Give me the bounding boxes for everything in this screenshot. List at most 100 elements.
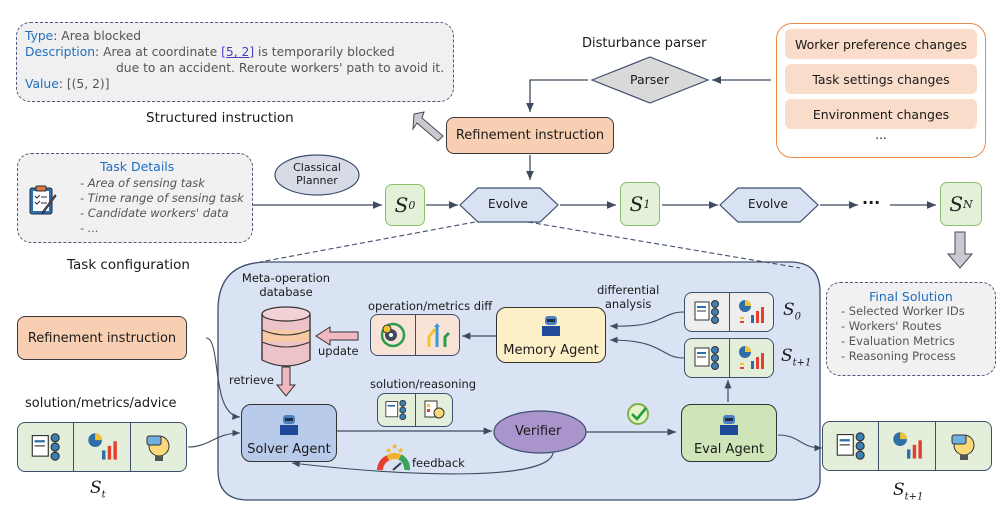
- memory-agent-label: Memory Agent: [503, 343, 599, 358]
- final-solution-item: - Selected Worker IDs: [841, 304, 965, 318]
- description-text: : Area at coordinate: [95, 45, 222, 59]
- worker-doc-icon: [685, 293, 729, 331]
- type-value: : Area blocked: [53, 29, 142, 43]
- diff-line1: differential: [597, 283, 660, 297]
- planner-line2: Planner: [296, 174, 338, 187]
- svg-text:★: ★: [391, 442, 398, 451]
- reasoning-bulb-icon: [414, 394, 453, 426]
- coordinate-link[interactable]: [5, 2]: [221, 45, 255, 59]
- task-configuration-caption: Task configuration: [67, 257, 190, 273]
- retrieve-arrow: [275, 366, 297, 397]
- st1-output-label: St+1: [893, 480, 923, 502]
- chain-ellipsis: ···: [862, 193, 881, 212]
- verifier-label: Verifier: [515, 424, 562, 439]
- diverging-arrows-icon: [414, 315, 460, 355]
- task-details-box: Task Details - Area of sensing task - Ti…: [17, 153, 253, 243]
- panel-s0-sub: 0: [794, 311, 802, 323]
- st1-output-card: [822, 421, 992, 471]
- task-detail-item: - ...: [80, 221, 99, 235]
- robot-laptop-icon: [277, 414, 301, 440]
- type-key: Type: [25, 29, 54, 43]
- final-solution-title: Final Solution: [869, 289, 953, 304]
- s1-base: S: [629, 192, 644, 216]
- s0-sub: 0: [408, 198, 416, 212]
- description-text-2: is temporarily blocked: [254, 45, 395, 59]
- classical-planner-label: Classical Planner: [280, 161, 354, 187]
- check-circle-icon: [627, 403, 649, 425]
- s0-card: [684, 292, 774, 332]
- solution-reasoning-iconbar: [377, 393, 453, 427]
- gray-arrow-down: [946, 231, 974, 269]
- panel-st1-sub: t+1: [792, 357, 812, 369]
- solution-reasoning-label: solution/reasoning: [370, 377, 477, 391]
- differential-analysis-label: differential analysis: [597, 283, 659, 311]
- chart-metrics-icon: [728, 339, 774, 377]
- zoom-line-right: [527, 221, 801, 269]
- evolve-hexagon-1[interactable]: [459, 187, 559, 223]
- st-base: S: [90, 478, 102, 498]
- memory-agent[interactable]: Memory Agent: [496, 307, 606, 363]
- op-diff-label: operation/metrics diff: [368, 299, 493, 313]
- st1-output-base: S: [893, 480, 905, 500]
- sn-sub: N: [963, 197, 973, 211]
- final-solution-item: - Reasoning Process: [841, 349, 956, 363]
- refinement-instruction-top[interactable]: Refinement instruction: [446, 117, 614, 154]
- evolve-label-2: Evolve: [748, 197, 788, 211]
- solver-agent-label: Solver Agent: [247, 442, 331, 457]
- meta-db-label: Meta-operation database: [240, 271, 332, 299]
- panel-st1-base: S: [781, 346, 793, 366]
- gear-cycle-icon: [371, 315, 415, 355]
- structured-instruction-box: Type: Area blocked Description: Area at …: [16, 22, 454, 102]
- panel-s0-base: S: [783, 300, 795, 320]
- structured-instruction-caption: Structured instruction: [146, 110, 294, 126]
- change-task-settings[interactable]: Task settings changes: [785, 64, 977, 94]
- update-label: update: [318, 344, 359, 358]
- robot-laptop-icon: [539, 315, 563, 341]
- eval-agent[interactable]: Eval Agent: [681, 404, 777, 462]
- change-environment[interactable]: Environment changes: [785, 99, 977, 129]
- evolve-detail-panel: [217, 261, 821, 501]
- final-solution-item: - Evaluation Metrics: [841, 334, 955, 348]
- st-label: St: [90, 478, 106, 500]
- evolve-label-1: Evolve: [488, 197, 528, 211]
- s0-base: S: [394, 193, 409, 217]
- sn-base: S: [949, 192, 964, 216]
- diff-line2: analysis: [604, 297, 652, 311]
- gray-arrow-up-left: [412, 111, 444, 142]
- disturbance-changes-box: Worker preference changes Task settings …: [776, 23, 986, 158]
- evolve-hexagon-2[interactable]: [719, 187, 819, 223]
- meta-db-line1: Meta-operation: [241, 271, 331, 285]
- eval-agent-label: Eval Agent: [693, 442, 765, 457]
- s1-sub: 1: [643, 197, 651, 211]
- final-solution-item: - Workers' Routes: [841, 319, 942, 333]
- final-solution-box: Final Solution - Selected Worker IDs - W…: [826, 282, 996, 376]
- task-detail-item: - Area of sensing task: [80, 176, 205, 190]
- st1-output-sub: t+1: [904, 491, 924, 503]
- change-worker-preference[interactable]: Worker preference changes: [785, 29, 977, 59]
- solver-agent[interactable]: Solver Agent: [241, 404, 337, 462]
- classical-planner-ellipse[interactable]: [274, 154, 360, 196]
- parser-label: Parser: [630, 72, 670, 87]
- advice-bulb-icon: [934, 422, 991, 470]
- worker-doc-icon: [823, 422, 878, 470]
- changes-ellipsis: ...: [875, 128, 887, 142]
- advice-bulb-icon: [129, 423, 186, 471]
- chart-metrics-icon: [878, 422, 934, 470]
- worker-doc-icon: [685, 339, 729, 377]
- refinement-instruction-left[interactable]: Refinement instruction: [17, 316, 187, 360]
- panel-s0-label: S0: [783, 300, 801, 322]
- planner-line1: Classical: [293, 161, 341, 174]
- feedback-gauge-icon: ★ ★ ★: [377, 442, 411, 471]
- task-detail-item: - Time range of sensing task: [80, 191, 244, 205]
- smaa-label: solution/metrics/advice: [25, 396, 177, 411]
- retrieve-label: retrieve: [229, 373, 274, 387]
- task-detail-item: - Candidate workers' data: [80, 206, 229, 220]
- svg-text:★: ★: [397, 446, 404, 455]
- st-sub: t: [101, 489, 106, 501]
- value-key: Value: [25, 77, 59, 91]
- task-details-title: Task Details: [100, 159, 175, 174]
